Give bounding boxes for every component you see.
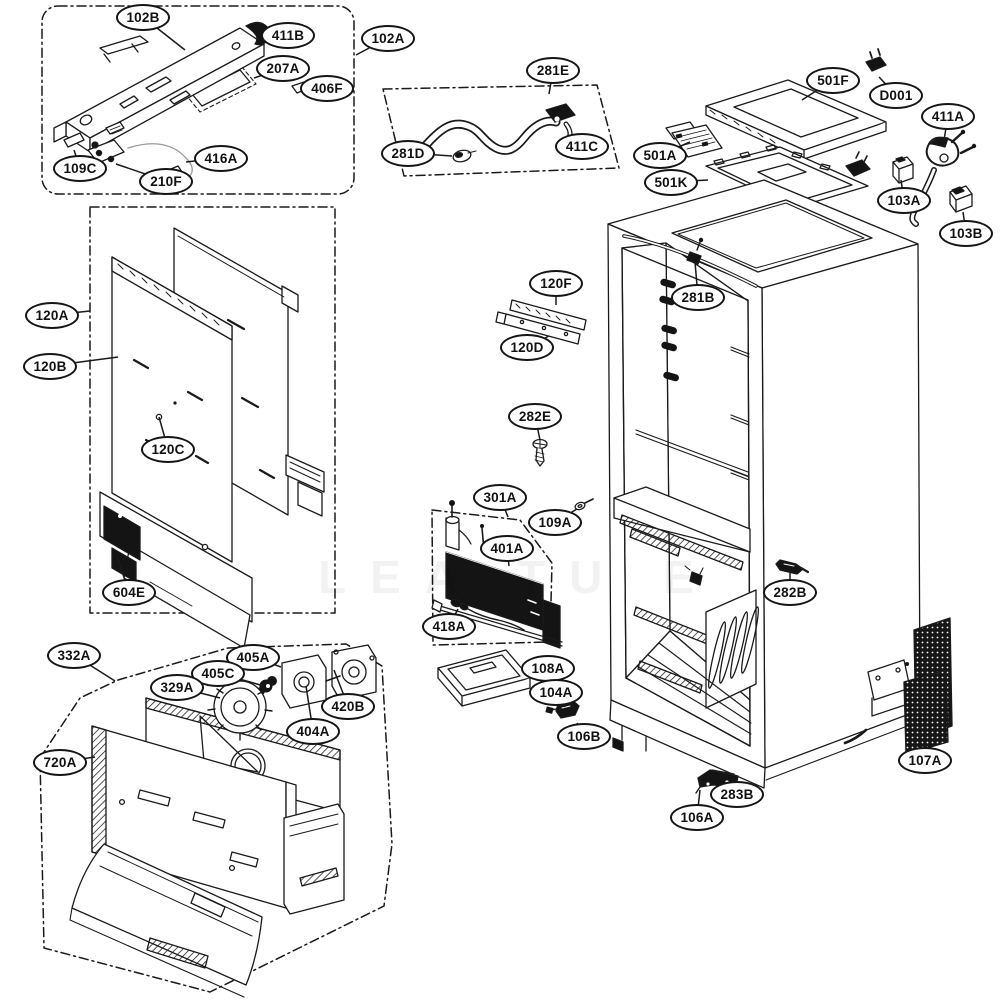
callout-104A: 104A <box>529 678 583 706</box>
group-drain-hose <box>382 84 620 177</box>
callout-411A: 411A <box>921 102 975 130</box>
callout-109C: 109C <box>53 154 107 182</box>
callout-301A: 301A <box>473 483 527 511</box>
callout-281E: 281E <box>526 56 580 84</box>
callout-283B: 283B <box>710 780 764 808</box>
callout-411C: 411C <box>555 132 609 160</box>
group-top-cover <box>665 48 977 261</box>
group-fan-assembly <box>39 643 393 998</box>
callout-501A: 501A <box>633 141 687 169</box>
callout-103A: 103A <box>877 186 931 214</box>
callout-108A: 108A <box>521 654 575 682</box>
callout-106B: 106B <box>557 722 611 750</box>
callout-120F: 120F <box>529 269 583 297</box>
callout-120B: 120B <box>23 352 77 380</box>
callout-120A: 120A <box>25 301 79 329</box>
callout-281D: 281D <box>381 139 435 167</box>
callout-281B: 281B <box>671 283 725 311</box>
callout-120D: 120D <box>500 333 554 361</box>
callout-720A: 720A <box>33 748 87 776</box>
callout-604E: 604E <box>102 578 156 606</box>
callout-329A: 329A <box>150 673 204 701</box>
callout-282B: 282B <box>763 578 817 606</box>
callout-411B: 411B <box>261 21 315 49</box>
callout-210F: 210F <box>139 167 193 195</box>
callout-109A: 109A <box>528 508 582 536</box>
part-282b <box>775 559 810 575</box>
callout-106A: 106A <box>670 803 724 831</box>
part-compressor-cover-107a <box>843 617 953 755</box>
callout-103B: 103B <box>939 219 993 247</box>
callout-404A: 404A <box>286 717 340 745</box>
screw-282e <box>532 438 548 467</box>
callout-418A: 418A <box>422 612 476 640</box>
callout-102A: 102A <box>361 24 415 52</box>
part-bracket-283b-106a <box>695 769 739 794</box>
callout-332A: 332A <box>47 641 101 669</box>
callout-406F: 406F <box>300 74 354 102</box>
callout-405A: 405A <box>226 643 280 671</box>
callout-420B: 420B <box>321 692 375 720</box>
group-heater-rail <box>495 299 587 345</box>
callout-401A: 401A <box>480 534 534 562</box>
callout-416A: 416A <box>194 144 248 172</box>
cabinet-body <box>607 179 921 789</box>
callout-120C: 120C <box>141 435 195 463</box>
callout-501F: 501F <box>806 66 860 94</box>
group-side-panels <box>89 206 336 649</box>
callout-207A: 207A <box>256 54 310 82</box>
callout-107A: 107A <box>898 746 952 774</box>
callout-102B: 102B <box>116 3 170 31</box>
callout-D001: D001 <box>869 81 923 109</box>
callout-501K: 501K <box>644 168 698 196</box>
part-109a <box>574 498 594 511</box>
callout-282E: 282E <box>508 402 562 430</box>
